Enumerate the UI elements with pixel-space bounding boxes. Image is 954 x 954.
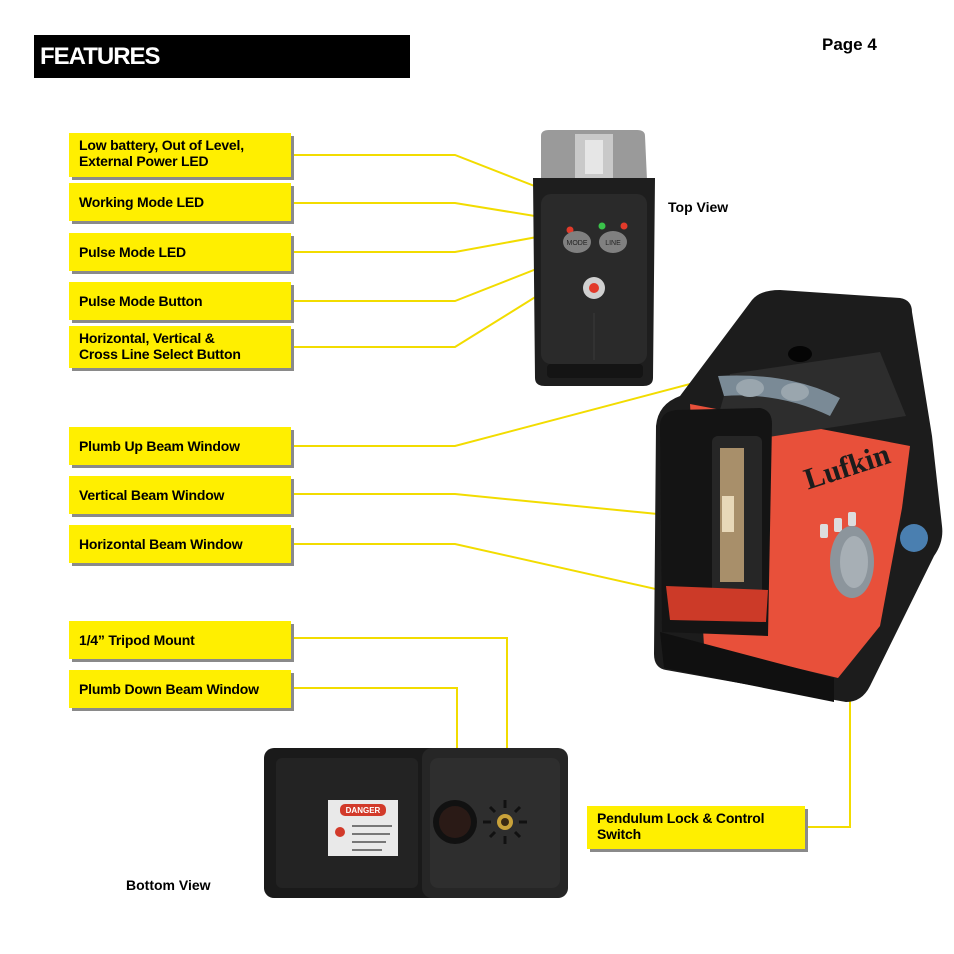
label-horizontal-beam-window: Horizontal Beam Window — [69, 525, 291, 563]
leader-horizontal-beam — [291, 543, 719, 604]
device-bottom-view: DANGER — [264, 748, 568, 898]
page-number: Page 4 — [822, 35, 877, 54]
label-line-select-button: Horizontal, Vertical & Cross Line Select… — [69, 326, 291, 368]
label-pulse-mode-button: Pulse Mode Button — [69, 282, 291, 320]
label-plumb-up-beam-window: Plumb Up Beam Window — [69, 427, 291, 465]
leader-pulse-mode-led — [291, 234, 549, 253]
leader-pulse-mode-button — [291, 254, 573, 302]
label-vertical-beam-window: Vertical Beam Window — [69, 476, 291, 514]
caption-top-view: Top View — [668, 199, 729, 215]
label-pulse-mode-led: Pulse Mode LED — [69, 233, 291, 271]
label-low-battery-led: Low battery, Out of Level, External Powe… — [69, 133, 291, 177]
device-top-view: MODE LINE — [533, 130, 655, 386]
line-button-text: LINE — [605, 240, 621, 247]
leader-vertical-beam — [291, 493, 719, 521]
label-plumb-down-beam-window: Plumb Down Beam Window — [69, 670, 291, 708]
mode-button-text: MODE — [567, 240, 588, 247]
label-pendulum-lock-switch: Pendulum Lock & Control Switch — [587, 806, 805, 849]
caption-bottom-view: Bottom View — [126, 877, 211, 893]
leader-plumb-up — [291, 354, 801, 447]
section-title: FEATURES — [34, 35, 410, 78]
label-working-mode-led: Working Mode LED — [69, 183, 291, 221]
label-tripod-mount: 1/4” Tripod Mount — [69, 621, 291, 659]
device-front-view: Lufkin — [654, 290, 943, 702]
danger-label-text: DANGER — [346, 806, 381, 815]
